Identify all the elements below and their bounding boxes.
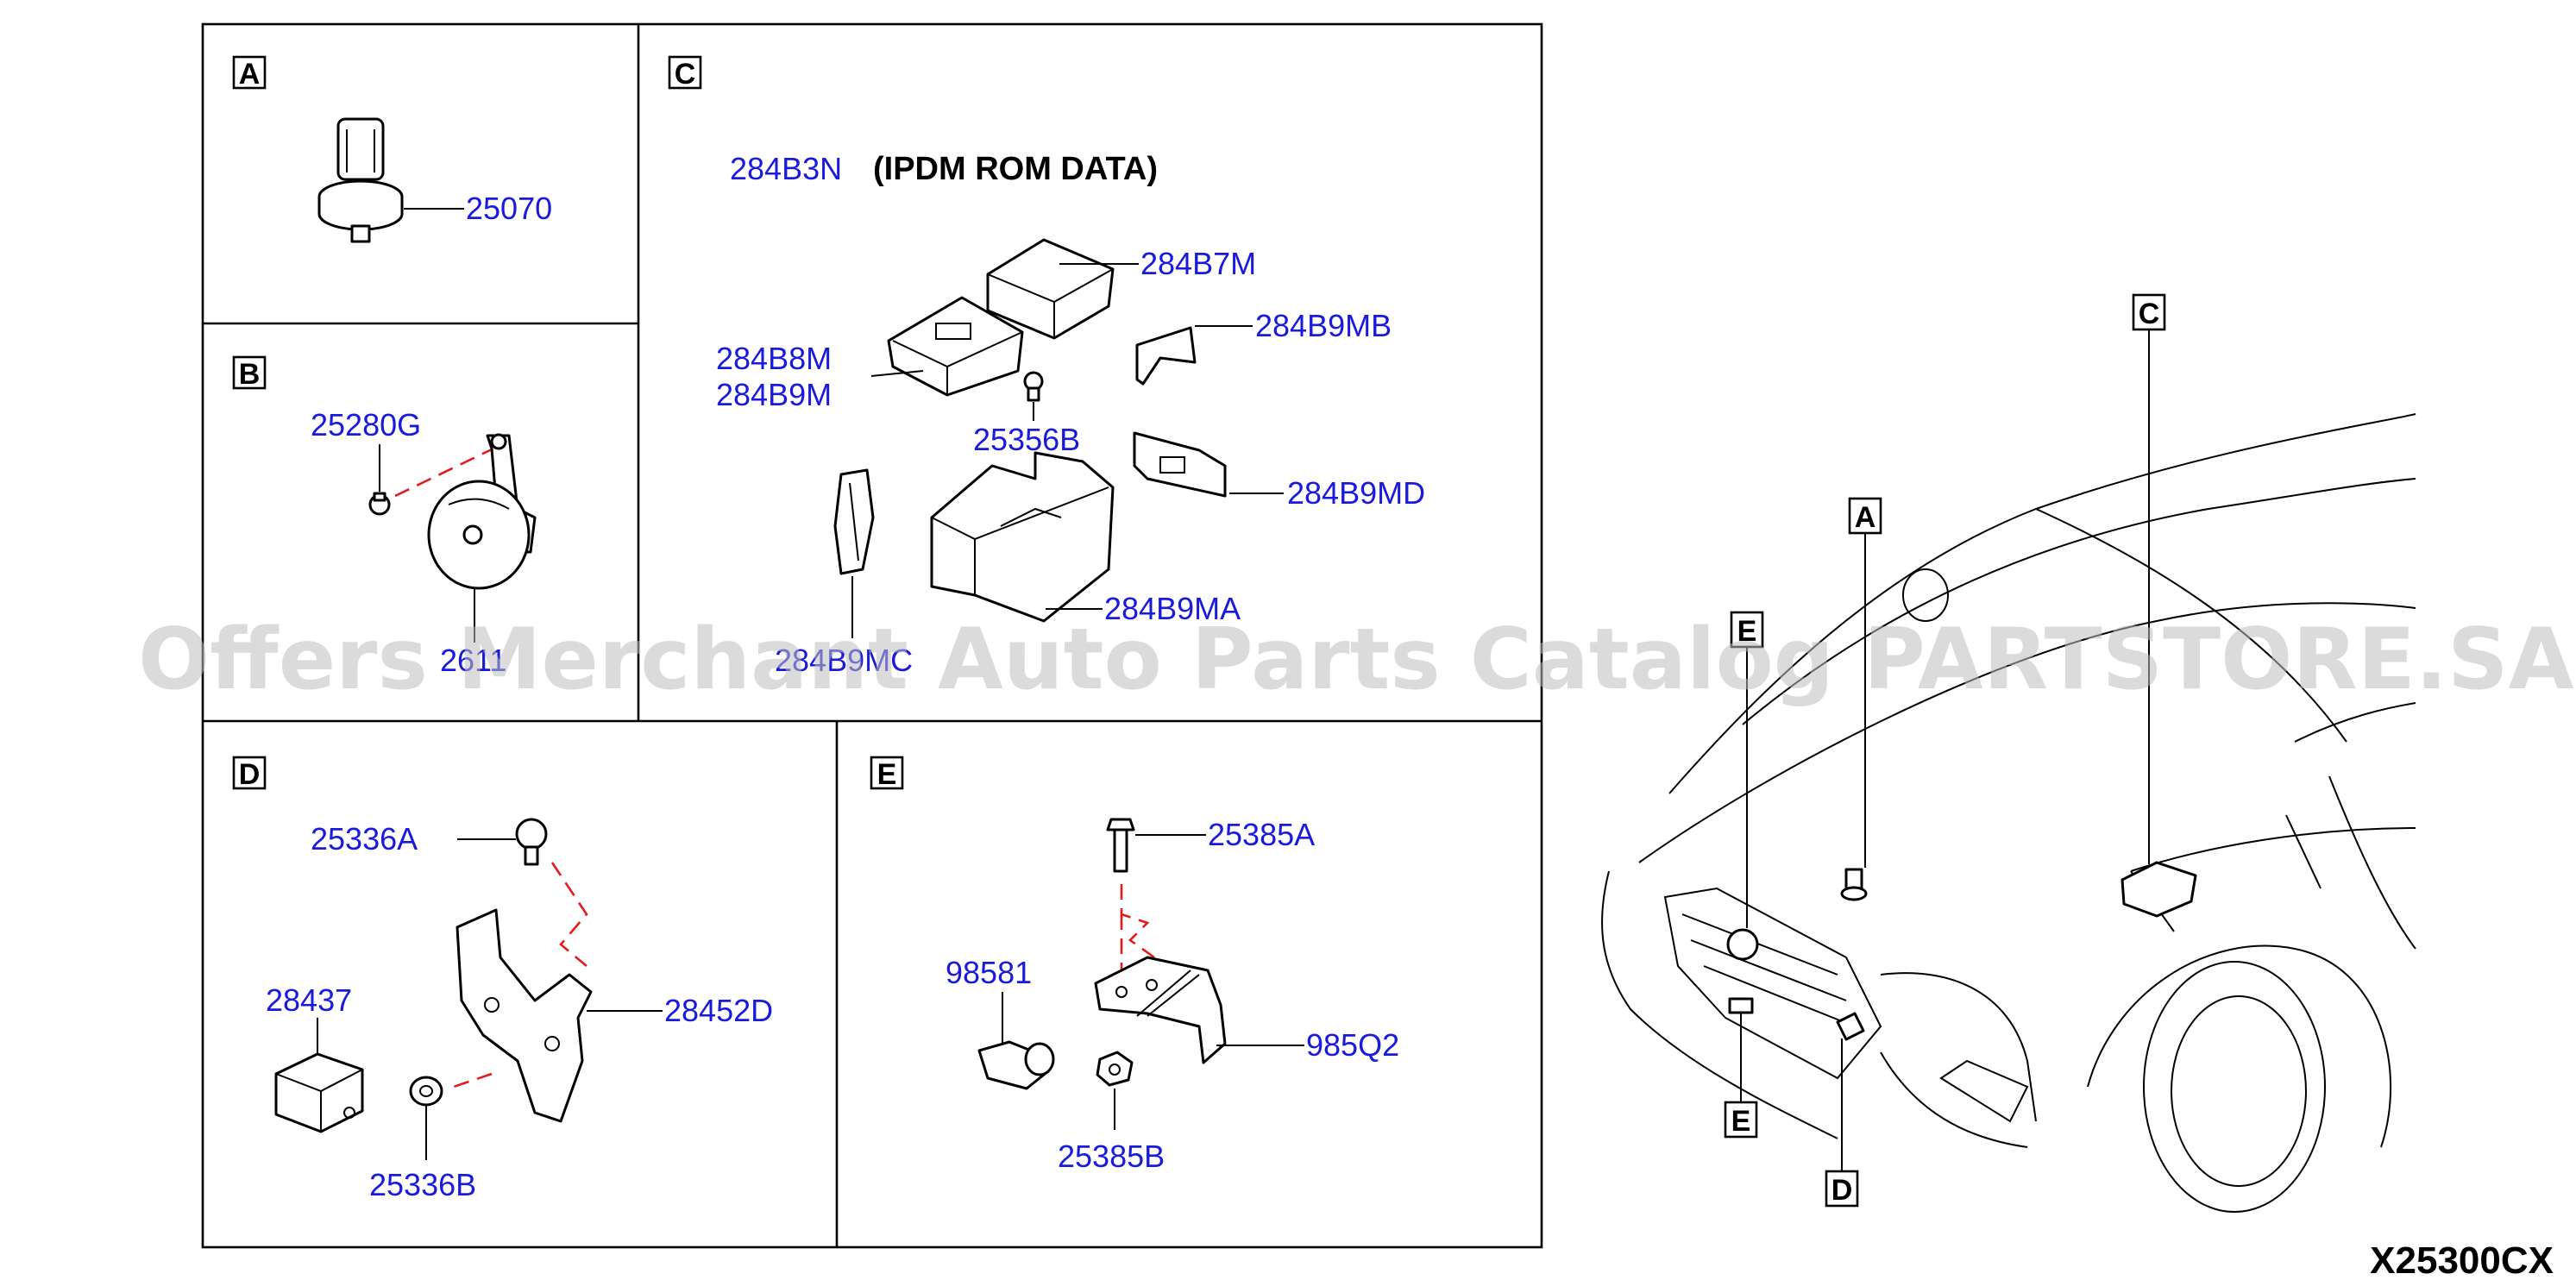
bracket-985Q2-drawing[interactable]	[1094, 956, 1227, 1064]
part-number-25336A[interactable]: 25336A	[311, 821, 418, 856]
bracket-284B9MD-drawing[interactable]	[1133, 431, 1227, 498]
panel-b-label: B	[239, 358, 261, 391]
panel-d-label: D	[239, 758, 261, 791]
nut-25385B-drawing[interactable]	[1096, 1051, 1134, 1087]
part-number-28437[interactable]: 28437	[266, 982, 352, 1018]
part-number-284B9MA[interactable]: 284B9MA	[1104, 591, 1241, 626]
diagram-code: X25300CX	[2370, 1239, 2554, 1280]
part-number-284B8M[interactable]: 284B8M	[716, 341, 832, 376]
panel-e: E 25385A 98581 985Q2 25385B	[870, 756, 1399, 1174]
part-number-25356B[interactable]: 25356B	[973, 422, 1080, 457]
callout-e-lower[interactable]: E	[1731, 1105, 1751, 1138]
housing-284B9MA-drawing[interactable]	[930, 451, 1115, 623]
vehicle-part-sensor-e[interactable]	[1728, 997, 1754, 1014]
part-number-25280G[interactable]: 25280G	[311, 407, 421, 442]
part-number-98581[interactable]: 98581	[946, 955, 1032, 990]
bracket-28452D-drawing[interactable]	[456, 908, 593, 1123]
part-number-284B9M[interactable]: 284B9M	[716, 377, 832, 412]
part-number-284B9MC[interactable]: 284B9MC	[775, 643, 913, 678]
vehicle-part-sensor-a[interactable]	[1840, 868, 1868, 901]
part-number-284B3N[interactable]: 284B3N	[730, 151, 842, 186]
part-number-284B9MB[interactable]: 284B9MB	[1255, 308, 1392, 343]
nut-25336B-drawing[interactable]	[409, 1076, 443, 1107]
bolt-25336A-drawing[interactable]	[515, 818, 548, 866]
vehicle-part-ipdm[interactable]	[2120, 861, 2197, 918]
part-number-25385A[interactable]: 25385A	[1208, 817, 1315, 852]
callout-c[interactable]: C	[2139, 298, 2160, 330]
part-number-985Q2[interactable]: 985Q2	[1306, 1027, 1399, 1063]
panel-d: D 25336A 28452D 25336B 28437	[232, 756, 773, 1202]
vehicle-drawing	[1601, 413, 2416, 1213]
ipdm-rom-data-title: (IPDM ROM DATA)	[873, 151, 1158, 187]
horn-drawing[interactable]	[427, 433, 537, 590]
bracket-284B9MB-drawing[interactable]	[1135, 326, 1197, 386]
callout-d[interactable]: D	[1831, 1174, 1853, 1207]
sensor-28437-drawing[interactable]	[274, 1052, 364, 1133]
screw-25280G-drawing[interactable]	[368, 492, 391, 516]
vehicle-part-sensor-d[interactable]	[1836, 1012, 1865, 1041]
callout-e-upper[interactable]: E	[1737, 615, 1757, 648]
sensor-98581-drawing[interactable]	[977, 1040, 1055, 1090]
part-number-25070[interactable]: 25070	[466, 191, 552, 226]
part-number-284B9MD[interactable]: 284B9MD	[1287, 475, 1425, 511]
watermark: Offers Merchant Auto Parts Catalog PARTS…	[138, 611, 2574, 709]
panel-c-label: C	[675, 58, 696, 91]
bracket-284B9MC-drawing[interactable]	[833, 468, 875, 575]
bolt-25385A-drawing[interactable]	[1106, 818, 1135, 873]
panel-c: C 284B3N (IPDM ROM DATA) 284B7M 284B9MB …	[668, 55, 1425, 678]
panel-e-label: E	[877, 758, 897, 791]
panel-a-label: A	[239, 58, 261, 91]
part-number-28452D[interactable]: 28452D	[664, 993, 773, 1028]
part-number-284B7M[interactable]: 284B7M	[1140, 246, 1256, 281]
sensor-25070-drawing[interactable]	[317, 117, 404, 243]
vehicle-callouts: C A E E D	[1724, 293, 2166, 1208]
vehicle-part-horn[interactable]	[1726, 928, 1759, 961]
clip-25356B-drawing[interactable]	[1023, 371, 1044, 402]
panel-b: B 25280G 2611	[232, 355, 537, 678]
part-number-2611[interactable]: 2611	[440, 643, 506, 678]
panel-a: A 25070	[232, 55, 552, 243]
callout-a[interactable]: A	[1855, 501, 1876, 534]
part-number-25336B[interactable]: 25336B	[369, 1167, 476, 1202]
part-number-25385B[interactable]: 25385B	[1058, 1139, 1165, 1174]
panel-frames	[201, 22, 1543, 1249]
